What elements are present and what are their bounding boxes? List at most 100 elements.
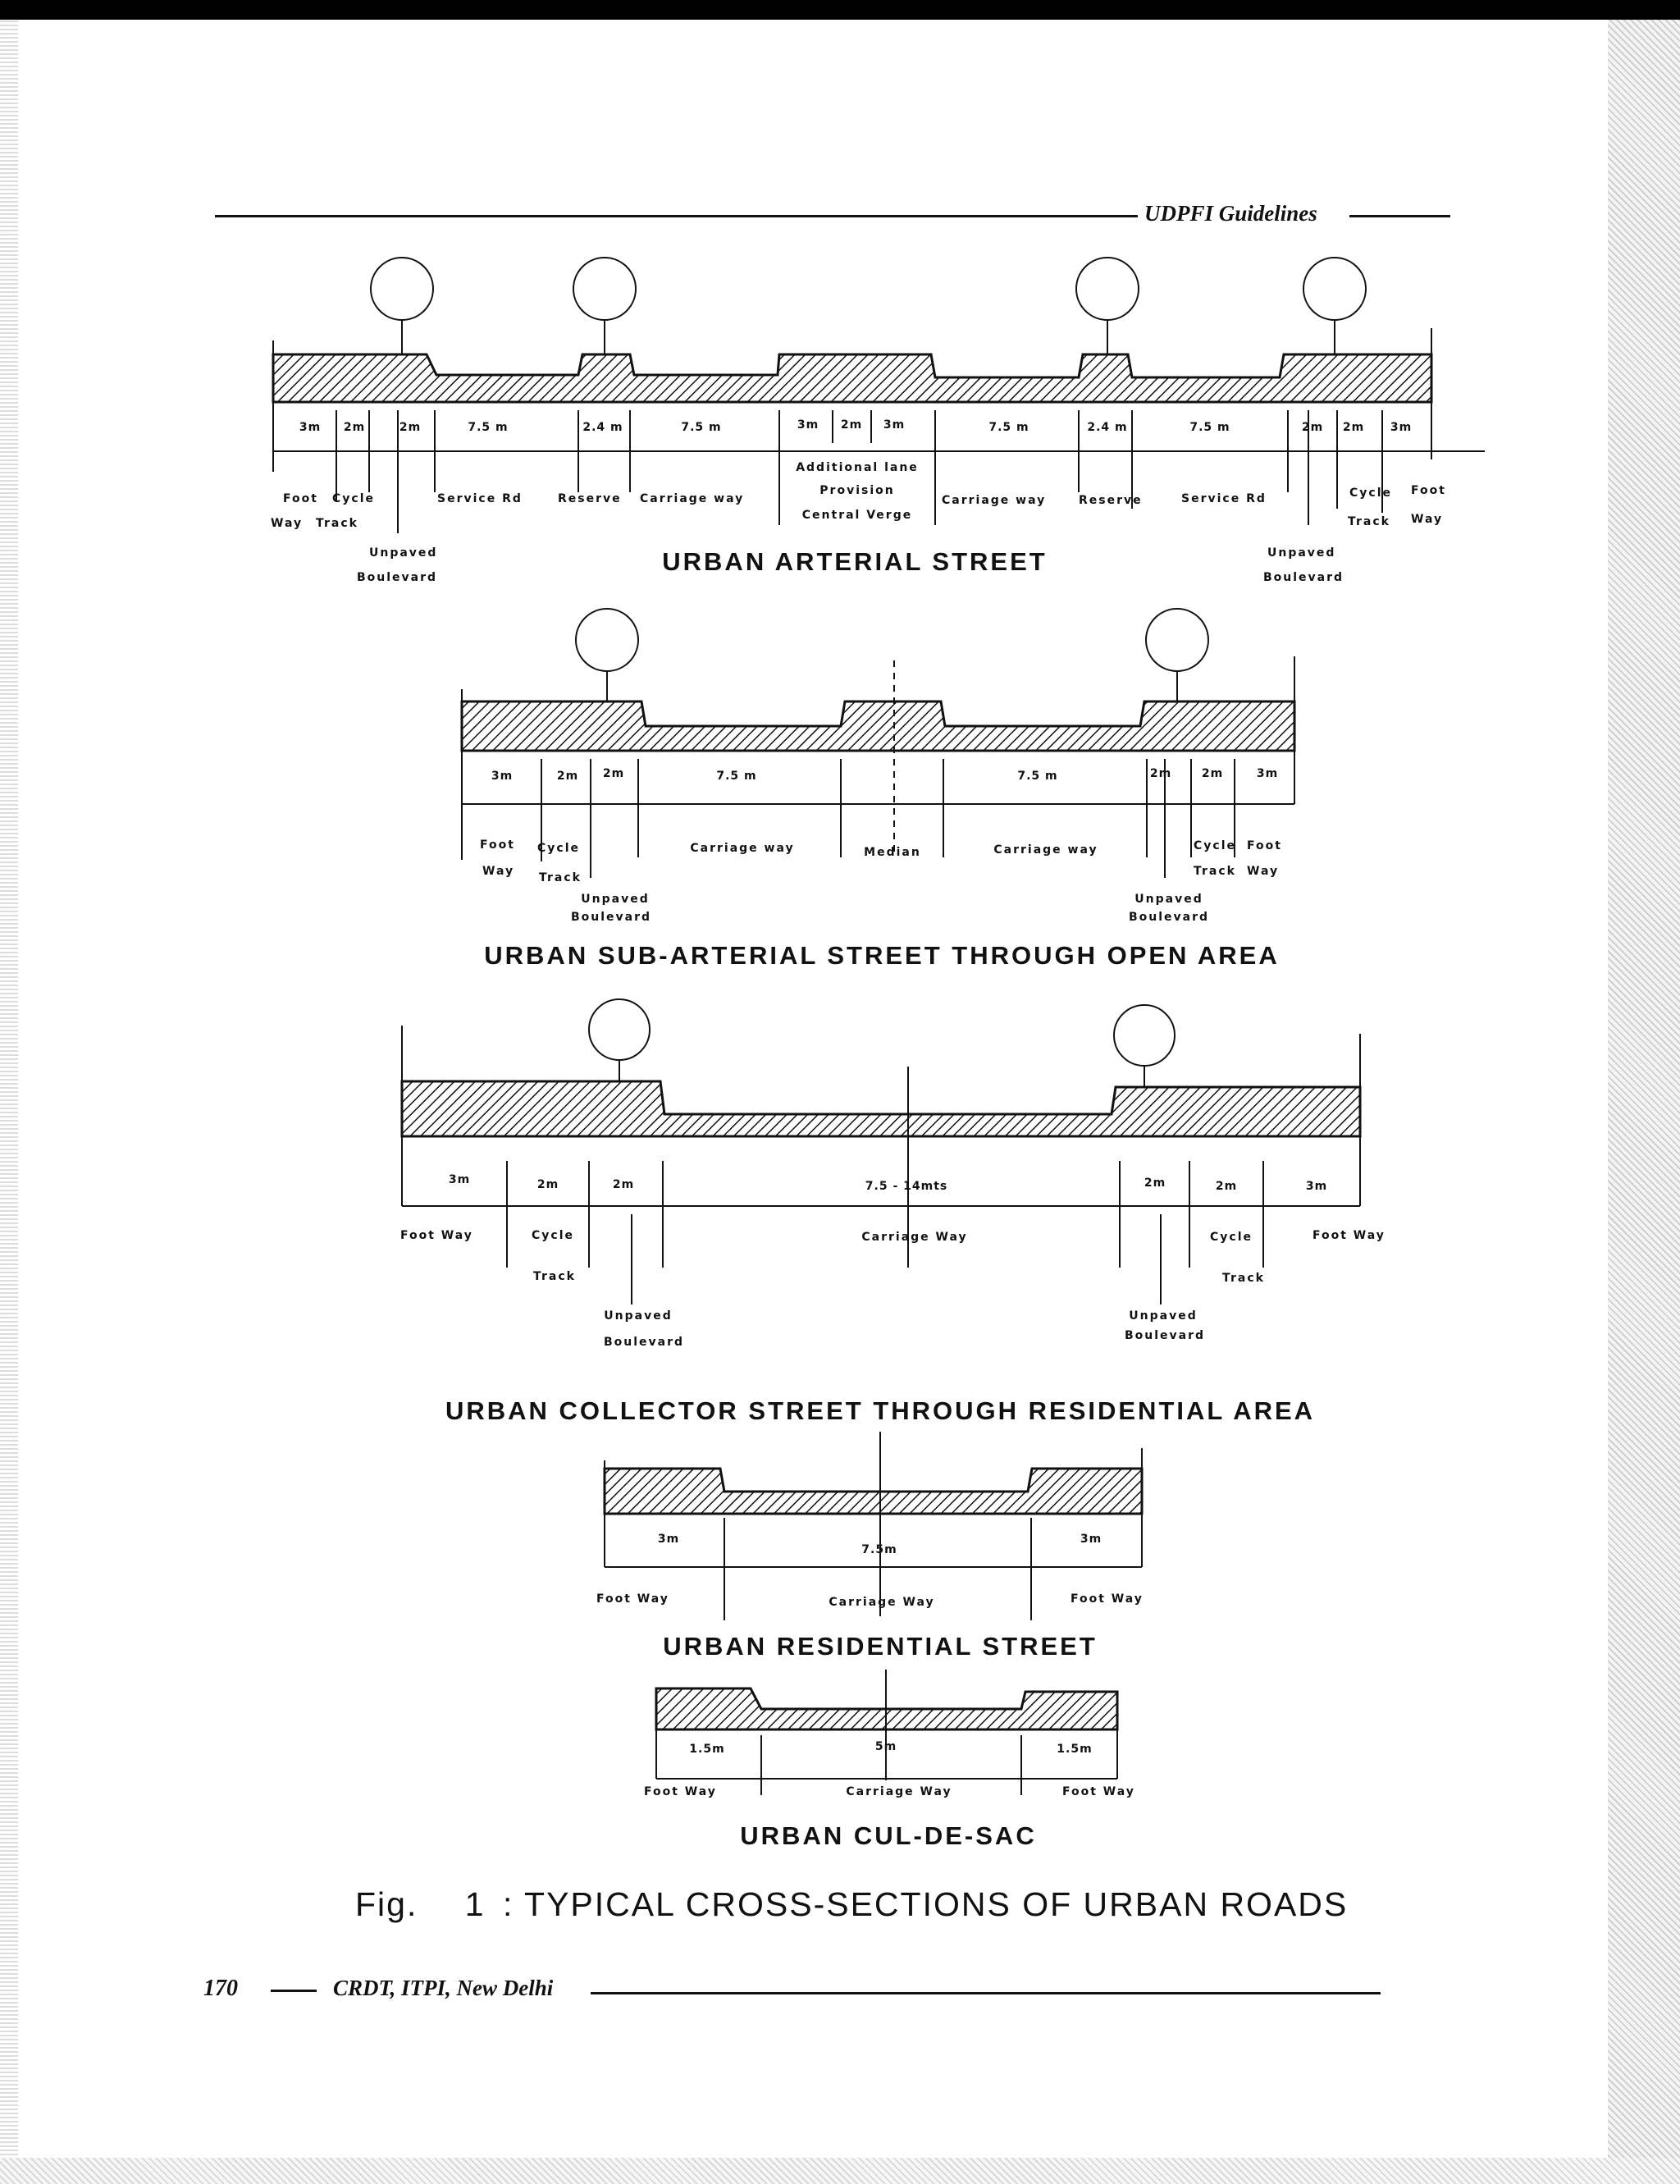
- dim-label: 7.5 m: [681, 421, 721, 434]
- element-label: Boulevard: [1129, 911, 1209, 924]
- dim-label: 1.5m: [689, 1743, 724, 1756]
- dim-label: 2m: [1202, 767, 1223, 780]
- arterial-labels: Foot Way Cycle Track Unpaved Boulevard S…: [271, 461, 1446, 584]
- section-title-collector: URBAN COLLECTOR STREET THROUGH RESIDENTI…: [445, 1396, 1315, 1425]
- element-label: Track: [539, 871, 582, 884]
- dim-label: 2m: [1150, 767, 1171, 780]
- element-label: Way: [271, 517, 303, 530]
- element-label: Track: [1222, 1272, 1265, 1285]
- element-label: Foot: [1411, 484, 1446, 497]
- element-label: Cycle: [1210, 1231, 1253, 1244]
- dim-label: 3m: [1306, 1180, 1327, 1193]
- element-label: Carriage way: [993, 843, 1098, 857]
- element-label: Foot Way: [644, 1785, 717, 1798]
- section-title-residential: URBAN RESIDENTIAL STREET: [663, 1632, 1098, 1661]
- tree-icon: [370, 257, 434, 321]
- tree-icon: [1145, 608, 1209, 672]
- section-title-cul-de-sac: URBAN CUL-DE-SAC: [740, 1821, 1036, 1850]
- element-label: Cycle: [1349, 487, 1392, 500]
- sub-arterial-dividers: [541, 759, 1235, 878]
- element-label: Foot: [480, 838, 515, 852]
- figure-caption: Fig. 1 : TYPICAL CROSS-SECTIONS OF URBAN…: [355, 1885, 1348, 1924]
- element-label: Additional lane: [796, 461, 919, 474]
- collector-profile: [400, 1080, 1362, 1138]
- element-label: Reserve: [1079, 494, 1143, 507]
- dim-label: 3m: [449, 1173, 470, 1186]
- element-label: Way: [1411, 513, 1443, 526]
- element-label: Unpaved: [1129, 1309, 1197, 1323]
- header-rule: [215, 215, 1138, 217]
- element-label: Track: [1194, 865, 1236, 878]
- dim-label: 2m: [557, 770, 578, 783]
- element-label: Track: [1348, 515, 1390, 528]
- figure-number: 1: [464, 1885, 486, 1923]
- dim-label: 7.5 m: [988, 421, 1029, 434]
- element-label: Way: [1247, 865, 1279, 878]
- tree-icon: [1075, 257, 1139, 321]
- tree-icon: [573, 257, 637, 321]
- element-label: Unpaved: [581, 893, 649, 906]
- arterial-profile: [272, 353, 1433, 404]
- dim-label: 2m: [1144, 1177, 1166, 1190]
- element-label: Foot Way: [1071, 1592, 1144, 1606]
- collector-section: 3m 2m 2m 7.5 - 14mts 2m 2m 3m Foot Way C…: [400, 998, 1386, 1425]
- dim-label: 7.5m: [861, 1543, 897, 1556]
- dim-label: 2m: [537, 1178, 559, 1191]
- dim-label: 3m: [1390, 421, 1412, 434]
- element-label: Reserve: [558, 492, 622, 505]
- dim-label: 2.4 m: [1087, 421, 1127, 434]
- element-label: Unpaved: [1267, 546, 1335, 560]
- arterial-dividers: [336, 410, 1383, 533]
- tree-icon: [588, 998, 651, 1061]
- dim-label: 2m: [603, 767, 624, 780]
- element-label: Track: [316, 517, 358, 530]
- dim-label: 3m: [1257, 767, 1278, 780]
- dim-label: 2m: [841, 418, 862, 432]
- dim-label: 1.5m: [1057, 1743, 1092, 1756]
- figure-label: Fig.: [355, 1885, 418, 1923]
- collector-labels: Foot Way Cycle Track Unpaved Boulevard C…: [400, 1229, 1386, 1349]
- element-label: Boulevard: [1263, 571, 1344, 584]
- element-label: Foot Way: [596, 1592, 669, 1606]
- tree-icon: [1303, 257, 1367, 321]
- footer-source: CRDT, ITPI, New Delhi: [333, 1976, 554, 2000]
- sub-arterial-profile: [460, 700, 1296, 752]
- element-label: Cycle: [537, 842, 580, 855]
- scan-border-left: [0, 20, 18, 2184]
- figure-title: : TYPICAL CROSS-SECTIONS OF URBAN ROADS: [502, 1885, 1349, 1923]
- dim-label: 2m: [1216, 1180, 1237, 1193]
- tree-icon: [575, 608, 639, 672]
- dim-label: 2m: [1302, 421, 1323, 434]
- element-label: Unpaved: [1134, 893, 1203, 906]
- cul-de-sac-dividers: [760, 1735, 1022, 1795]
- dim-label: 5m: [875, 1740, 897, 1753]
- scan-border-top: [0, 0, 1680, 20]
- element-label: Median: [864, 846, 921, 859]
- element-label: Carriage Way: [861, 1231, 967, 1244]
- dim-label: 2m: [344, 421, 365, 434]
- element-label: Foot Way: [400, 1229, 473, 1242]
- element-label: Carriage way: [942, 494, 1046, 507]
- dim-label: 2m: [613, 1178, 634, 1191]
- section-title-arterial: URBAN ARTERIAL STREET: [662, 547, 1047, 576]
- element-label: Central Verge: [802, 509, 912, 522]
- dim-label: 3m: [658, 1533, 679, 1546]
- dim-label: 2m: [399, 421, 421, 434]
- element-label: Foot Way: [1062, 1785, 1135, 1798]
- sub-arterial-labels: Foot Way Cycle Track Unpaved Boulevard C…: [480, 838, 1282, 924]
- running-header: UDPFI Guidelines: [1144, 201, 1317, 226]
- dim-label: 7.5 m: [1189, 421, 1230, 434]
- dim-label: 3m: [1080, 1533, 1102, 1546]
- element-label: Foot Way: [1312, 1229, 1386, 1242]
- dim-label: 3m: [797, 418, 819, 432]
- footer-rule: [591, 1992, 1381, 1994]
- element-label: Carriage Way: [829, 1596, 934, 1609]
- element-label: Cycle: [1194, 839, 1236, 852]
- arterial-section: 3m 2m 2m 7.5 m 2.4 m 7.5 m 3m 2m 3m 7.5 …: [271, 257, 1485, 584]
- element-label: Foot: [1247, 839, 1282, 852]
- residential-section: 3m 7.5m 3m Foot Way Carriage Way Foot Wa…: [596, 1432, 1144, 1661]
- element-label: Provision: [819, 484, 894, 497]
- tree-icon: [1113, 1004, 1176, 1067]
